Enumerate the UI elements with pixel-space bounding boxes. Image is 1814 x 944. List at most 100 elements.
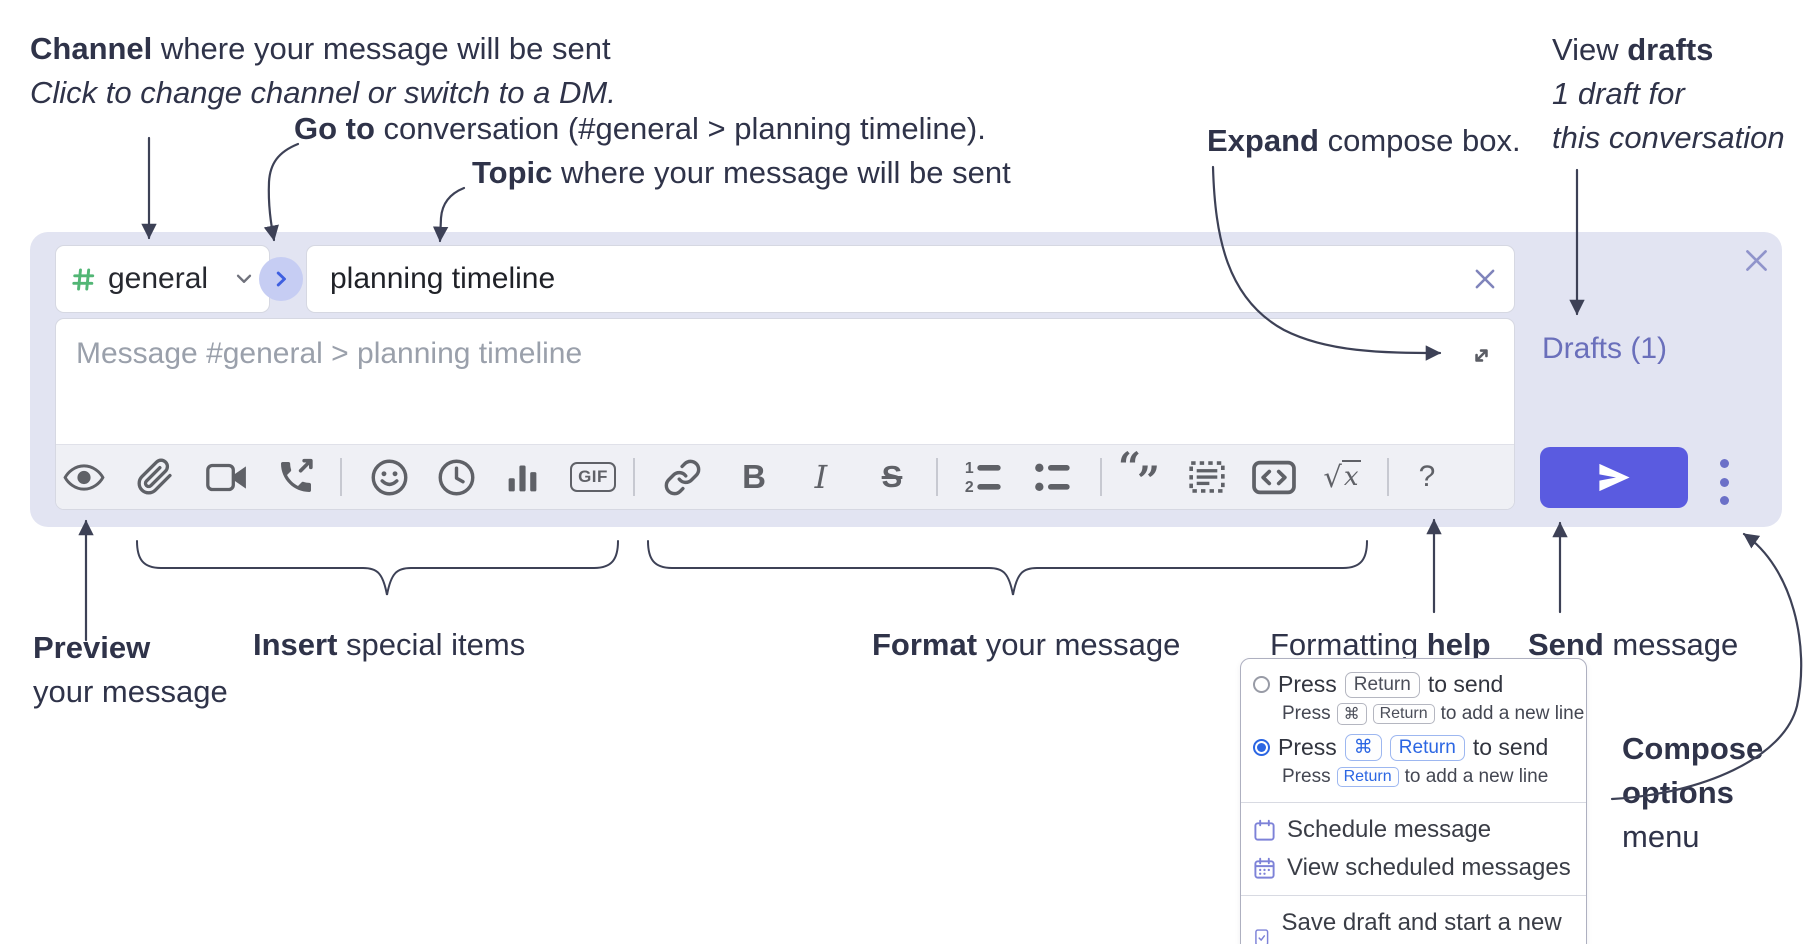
numbered-list-icon: 1 2 — [965, 460, 1001, 496]
brace-format — [647, 540, 1368, 596]
strikethrough-button[interactable]: S — [869, 454, 915, 500]
smiley-icon — [371, 459, 407, 495]
radio-selected-icon[interactable] — [1253, 739, 1270, 756]
go-to-conversation-button[interactable] — [259, 257, 303, 301]
menu-item-save-draft-new-message[interactable]: Save draft and start a new message — [1241, 904, 1586, 944]
menu-option-return-subtext: Press ⌘ Return to add a new line — [1282, 703, 1585, 725]
menu-option-cmd-return-subtext: Press Return to add a new line — [1282, 766, 1549, 787]
toolbar-divider — [936, 458, 938, 496]
annotation-channel-sub: Click to change channel or switch to a D… — [30, 75, 616, 110]
menu-divider — [1241, 802, 1586, 803]
spoiler-icon — [1189, 461, 1225, 493]
annotation-formatting-help: Formatting help — [1270, 627, 1491, 662]
annotation-insert: Insert special items — [253, 627, 526, 662]
send-button[interactable] — [1540, 447, 1688, 508]
bold-icon: B — [742, 458, 766, 495]
channel-name: general — [108, 262, 209, 295]
toolbar-divider — [1387, 458, 1389, 496]
annotation-channel-rest: where your message will be sent — [152, 31, 611, 66]
cmd-key-chip: ⌘ — [1344, 734, 1382, 761]
annotation-expand: Expand compose box. — [1207, 123, 1521, 158]
compose-box: general — [30, 232, 1782, 527]
italic-button[interactable]: I — [798, 454, 844, 500]
annotation-channel: Channel where your message will be sent — [30, 30, 611, 68]
bulleted-list-button[interactable] — [1030, 454, 1076, 500]
emoji-button[interactable] — [366, 454, 412, 500]
annotation-channel-bold: Channel — [30, 31, 153, 66]
brace-insert — [136, 540, 619, 596]
italic-icon: I — [814, 458, 828, 496]
annotation-format: Format your message — [872, 627, 1181, 662]
topic-clear-button[interactable] — [1468, 262, 1502, 296]
math-button[interactable]: √x — [1319, 454, 1365, 500]
drafts-link[interactable]: Drafts (1) — [1542, 332, 1668, 365]
menu-item-schedule-message[interactable]: Schedule message — [1241, 811, 1586, 849]
eye-icon — [63, 463, 105, 491]
message-formatting-help-button[interactable]: ? — [1404, 454, 1450, 500]
send-icon — [1598, 463, 1630, 492]
audio-call-button[interactable] — [273, 454, 319, 500]
draft-document-icon — [1255, 928, 1269, 944]
expand-diagonal-icon — [1474, 348, 1488, 362]
bold-button[interactable]: B — [731, 454, 777, 500]
poll-button[interactable] — [499, 454, 545, 500]
question-icon: ? — [1418, 460, 1436, 493]
return-key-chip: Return — [1372, 704, 1435, 724]
topic-input[interactable] — [307, 262, 1468, 296]
link-button[interactable] — [659, 454, 705, 500]
message-box: GIF B I S 1 — [55, 318, 1515, 510]
ellipsis-dot — [1719, 496, 1729, 505]
numbered-list-button[interactable]: 1 2 — [961, 454, 1007, 500]
quote-button[interactable]: “ ” — [1117, 444, 1163, 505]
compose-options-button[interactable] — [1714, 459, 1734, 505]
return-key-chip: Return — [1336, 767, 1399, 787]
link-icon — [664, 459, 700, 495]
time-mention-button[interactable] — [433, 454, 479, 500]
annotation-compose-options: Compose options menu — [1622, 731, 1764, 854]
annotation-preview: Preview your message — [33, 630, 228, 709]
compose-close-button[interactable] — [1739, 243, 1773, 277]
cmd-key-chip: ⌘ — [1336, 703, 1367, 725]
toolbar-divider — [633, 458, 635, 496]
arrow-goto — [263, 142, 300, 242]
hash-icon — [72, 267, 95, 291]
paperclip-icon — [137, 458, 172, 495]
phone-call-icon — [281, 458, 313, 492]
calendar-grid-icon — [1254, 857, 1275, 879]
bulleted-list-icon — [1035, 463, 1070, 491]
code-icon — [1252, 460, 1296, 494]
compose-toolbar: GIF B I S 1 — [56, 444, 1514, 509]
video-camera-icon — [206, 463, 246, 491]
math-icon: √x — [1323, 460, 1361, 494]
ellipsis-dot — [1719, 459, 1729, 468]
clock-icon — [438, 459, 474, 495]
gif-icon: GIF — [570, 462, 616, 492]
menu-option-return-to-send[interactable]: Press Return to send — [1241, 668, 1586, 701]
annotation-goto: Go to conversation (#general > planning … — [294, 111, 986, 146]
video-call-button[interactable] — [204, 454, 250, 500]
toolbar-divider — [340, 458, 342, 496]
gif-button[interactable]: GIF — [570, 454, 616, 500]
menu-item-view-scheduled-messages[interactable]: View scheduled messages — [1241, 849, 1586, 887]
code-button[interactable] — [1251, 454, 1297, 500]
menu-option-cmd-return-to-send[interactable]: Press ⌘ Return to send — [1241, 731, 1586, 764]
quote-icon: “ ” — [1118, 444, 1161, 505]
toolbar-divider — [1100, 458, 1102, 496]
chevron-down-icon — [236, 274, 252, 283]
return-key-chip: Return — [1344, 671, 1420, 698]
close-icon — [1475, 269, 1495, 289]
menu-divider — [1241, 895, 1586, 896]
radio-unselected-icon[interactable] — [1253, 676, 1270, 693]
expand-compose-button[interactable] — [1466, 340, 1496, 370]
strikethrough-icon: S — [881, 459, 903, 494]
bar-chart-icon — [508, 464, 536, 491]
svg-text:2: 2 — [965, 479, 974, 496]
annotation-view-drafts: View drafts 1 draft for this conversatio… — [1552, 32, 1785, 155]
message-textarea[interactable] — [56, 319, 1514, 445]
preview-button[interactable] — [61, 454, 107, 500]
attach-file-button[interactable] — [132, 454, 178, 500]
spoiler-button[interactable] — [1184, 454, 1230, 500]
channel-selector[interactable]: general — [55, 245, 270, 313]
annotation-topic: Topic where your message will be sent — [472, 155, 1011, 190]
